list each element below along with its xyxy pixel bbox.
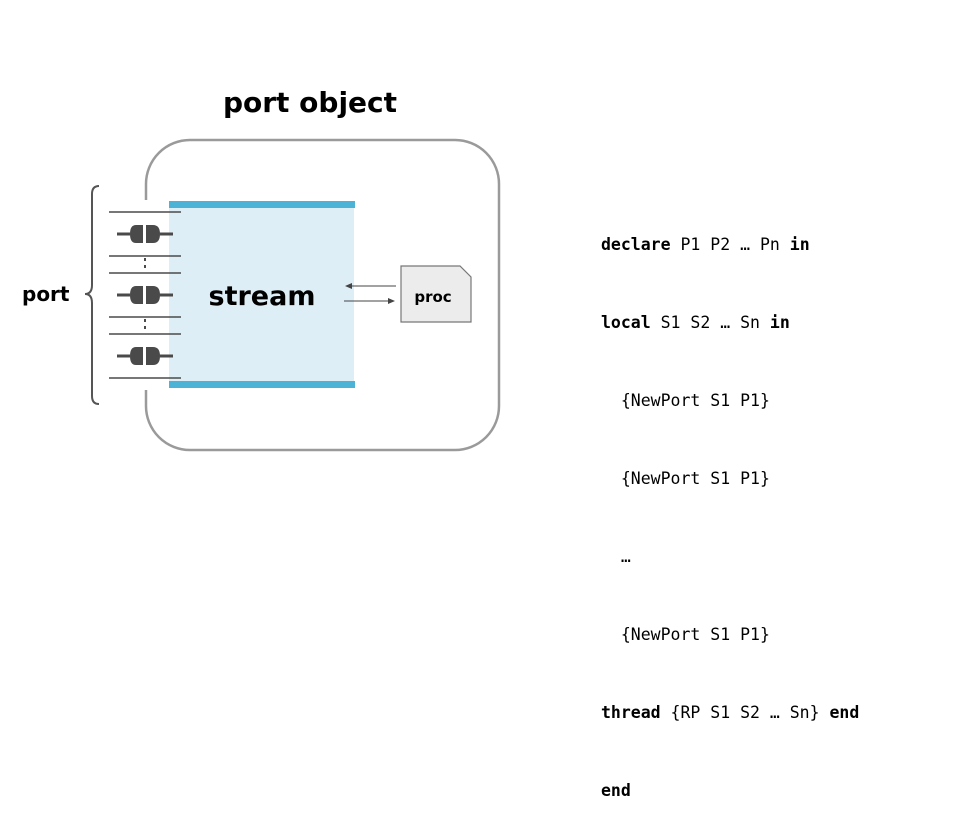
proc-box	[400, 265, 472, 323]
stream-bottom-bar	[169, 381, 355, 388]
proc-label: proc	[414, 288, 452, 306]
code-text: {NewPort S1 P1}	[601, 391, 770, 410]
plug-icon	[117, 347, 173, 365]
code-keyword: end	[601, 781, 631, 800]
code-text: S1 S2 … Sn	[650, 313, 770, 332]
diagram-title: port object	[222, 86, 398, 119]
code-line: declare P1 P2 … Pn in	[601, 232, 859, 258]
code-block: declare P1 P2 … Pn in local S1 S2 … Sn i…	[601, 180, 859, 830]
code-text: …	[601, 547, 631, 566]
code-keyword: local	[601, 313, 651, 332]
code-keyword: thread	[601, 703, 661, 722]
plug-icon	[117, 225, 173, 243]
code-keyword: declare	[601, 235, 671, 254]
code-line: end	[601, 778, 859, 804]
code-keyword: in	[789, 235, 810, 254]
code-line: {NewPort S1 P1}	[601, 388, 859, 414]
code-keyword: in	[769, 313, 790, 332]
code-text: {RP S1 S2 … Sn}	[660, 703, 830, 722]
stream-area	[169, 204, 354, 385]
port-label: port	[22, 282, 70, 306]
code-text: {NewPort S1 P1}	[601, 469, 770, 488]
code-line: …	[601, 544, 859, 570]
stream-label: stream	[208, 281, 316, 312]
plug-icon	[117, 286, 173, 304]
port-object-diagram	[84, 138, 501, 452]
code-line: thread {RP S1 S2 … Sn} end	[601, 700, 859, 726]
code-line: {NewPort S1 P1}	[601, 622, 859, 648]
port-brace	[84, 185, 100, 405]
code-text: P1 P2 … Pn	[670, 235, 790, 254]
code-line: {NewPort S1 P1}	[601, 466, 859, 492]
code-line: local S1 S2 … Sn in	[601, 310, 859, 336]
code-text: {NewPort S1 P1}	[601, 625, 770, 644]
code-keyword: end	[829, 703, 860, 722]
stream-top-bar	[169, 201, 355, 208]
